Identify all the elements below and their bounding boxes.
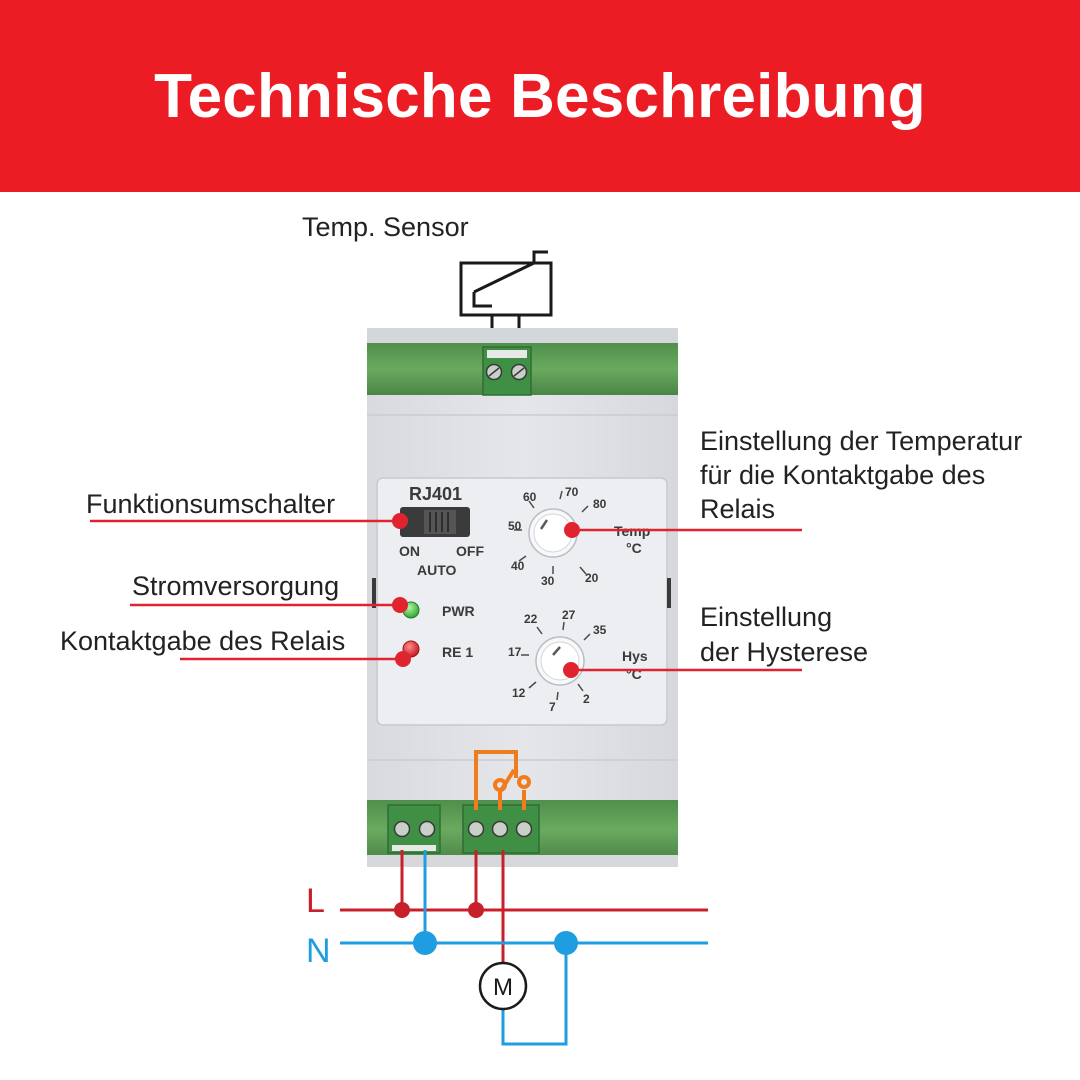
temp-scale-60: 60 — [523, 490, 537, 504]
hysteresis-dial[interactable] — [535, 636, 585, 686]
temp-dial-ticks — [514, 490, 589, 575]
switch-auto-label: AUTO — [417, 562, 457, 578]
temp-dial-unit: °C — [626, 540, 642, 556]
relay-callout-label: Kontaktgabe des Relais — [60, 626, 345, 656]
hysteresis-dial-ticks — [521, 621, 591, 701]
callout-lines — [90, 513, 802, 678]
line-L-label: L — [306, 882, 325, 920]
temp-scale-70: 70 — [565, 485, 579, 499]
power-callout-label: Stromversorgung — [132, 571, 339, 601]
hys-scale-7: 7 — [549, 700, 556, 714]
phase-junctions — [394, 902, 484, 918]
motor-label: M — [493, 974, 513, 1001]
temp-setting-line-2: für die Kontaktgabe des — [700, 460, 985, 490]
temp-dial[interactable] — [528, 508, 578, 558]
hys-scale-35: 35 — [593, 623, 607, 637]
hys-scale-2: 2 — [583, 692, 590, 706]
page-title: Technische Beschreibung — [154, 61, 926, 131]
temp-scale-30: 30 — [541, 574, 555, 588]
switch-on-label: ON — [399, 543, 420, 559]
temp-scale-20: 20 — [585, 571, 599, 585]
sensor-label: Temp. Sensor — [302, 212, 469, 242]
switch-off-label: OFF — [456, 543, 484, 559]
hys-dial-label: Hys — [622, 648, 648, 664]
power-terminal-block — [387, 804, 441, 854]
temp-scale-40: 40 — [511, 559, 525, 573]
neutral-wires — [340, 850, 708, 1046]
title-banner: Technische Beschreibung — [0, 0, 1080, 192]
sensor-terminal-block — [482, 346, 532, 396]
temp-scale-50: 50 — [508, 519, 522, 533]
hys-scale-12: 12 — [512, 686, 526, 700]
neutral-junctions — [413, 931, 578, 955]
relay-led-label: RE 1 — [442, 644, 473, 660]
temp-setting-line-3: Relais — [700, 494, 775, 524]
power-led-label: PWR — [442, 603, 475, 619]
hys-setting-line-1: Einstellung — [700, 602, 832, 632]
hys-scale-17: 17 — [508, 645, 522, 659]
hys-dial-unit: °C — [626, 666, 642, 682]
temp-scale-80: 80 — [593, 497, 607, 511]
switch-callout-label: Funktionsumschalter — [86, 489, 335, 519]
line-N-label: N — [306, 932, 331, 970]
motor-symbol — [478, 961, 528, 1011]
relay-terminal-block — [462, 804, 540, 854]
hys-scale-27: 27 — [562, 608, 576, 622]
hys-scale-22: 22 — [524, 612, 538, 626]
relay-contact-symbol — [474, 750, 531, 810]
model-label: RJ401 — [409, 484, 462, 504]
function-switch[interactable] — [400, 507, 470, 537]
hys-setting-line-2: der Hysterese — [700, 637, 868, 667]
temp-setting-line-1: Einstellung der Temperatur — [700, 426, 1022, 456]
